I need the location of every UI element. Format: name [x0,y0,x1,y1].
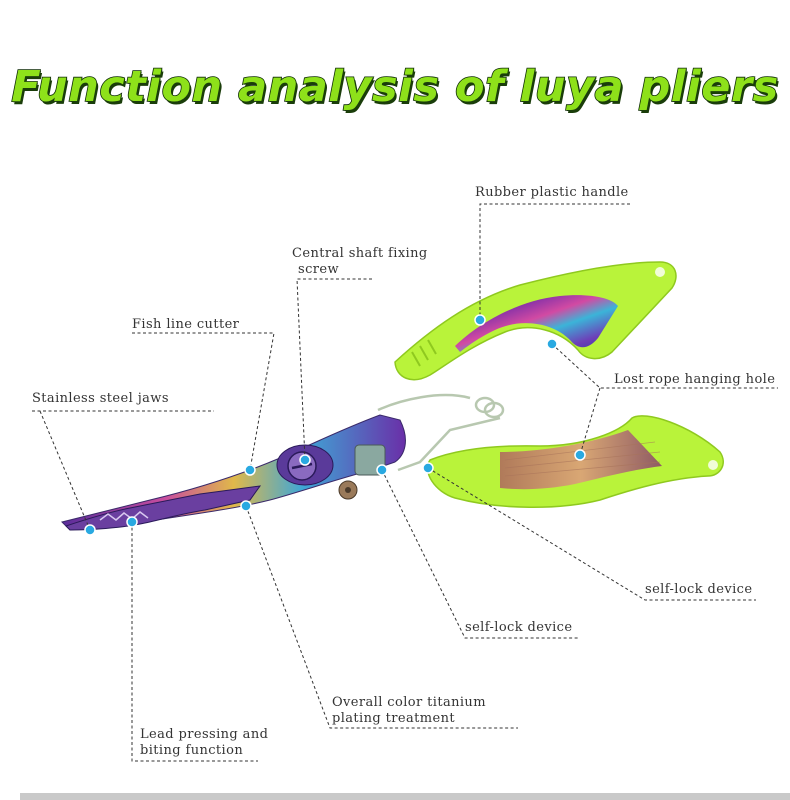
footer-divider [20,793,790,800]
label-shaft-screw-line2: screw [298,262,339,277]
label-color-titanium-line1: Overall color titanium [332,695,486,710]
marker-dot [299,454,311,466]
marker-dot [126,516,138,528]
marker-dot [546,338,558,350]
label-stainless-jaws: Stainless steel jaws [32,391,169,406]
jaw-serration [99,511,149,521]
label-lead-pressing-line2: biting function [140,743,244,758]
label-self-lock-center: self-lock device [465,620,573,635]
grip-ridges [411,339,437,367]
label-fish-line-cutter: Fish line cutter [132,317,240,332]
spring [377,393,505,472]
marker-dot [240,500,252,512]
label-color-titanium-line2: plating treatment [332,711,455,726]
marker-dot [422,462,434,474]
page-title: Function analysis of luya pliers [10,61,779,113]
callout-lines [32,203,778,762]
upper-handle-insert [455,295,618,352]
marker-dot [376,464,388,476]
label-rubber-handle: Rubber plastic handle [475,185,629,200]
marker-dot [574,449,586,461]
label-shaft-screw-line1: Central shaft fixing [292,246,428,261]
upper-handle-hole-icon [655,267,665,277]
marker-dot [474,314,486,326]
marker-dot [244,464,256,476]
label-lead-pressing-line1: Lead pressing and [140,727,269,742]
lower-handle-hole-icon [708,460,718,470]
callout-markers [84,314,586,536]
label-self-lock-right: self-lock device [645,582,753,597]
marker-dot [84,524,96,536]
label-lost-rope-hole: Lost rope hanging hole [614,372,776,387]
